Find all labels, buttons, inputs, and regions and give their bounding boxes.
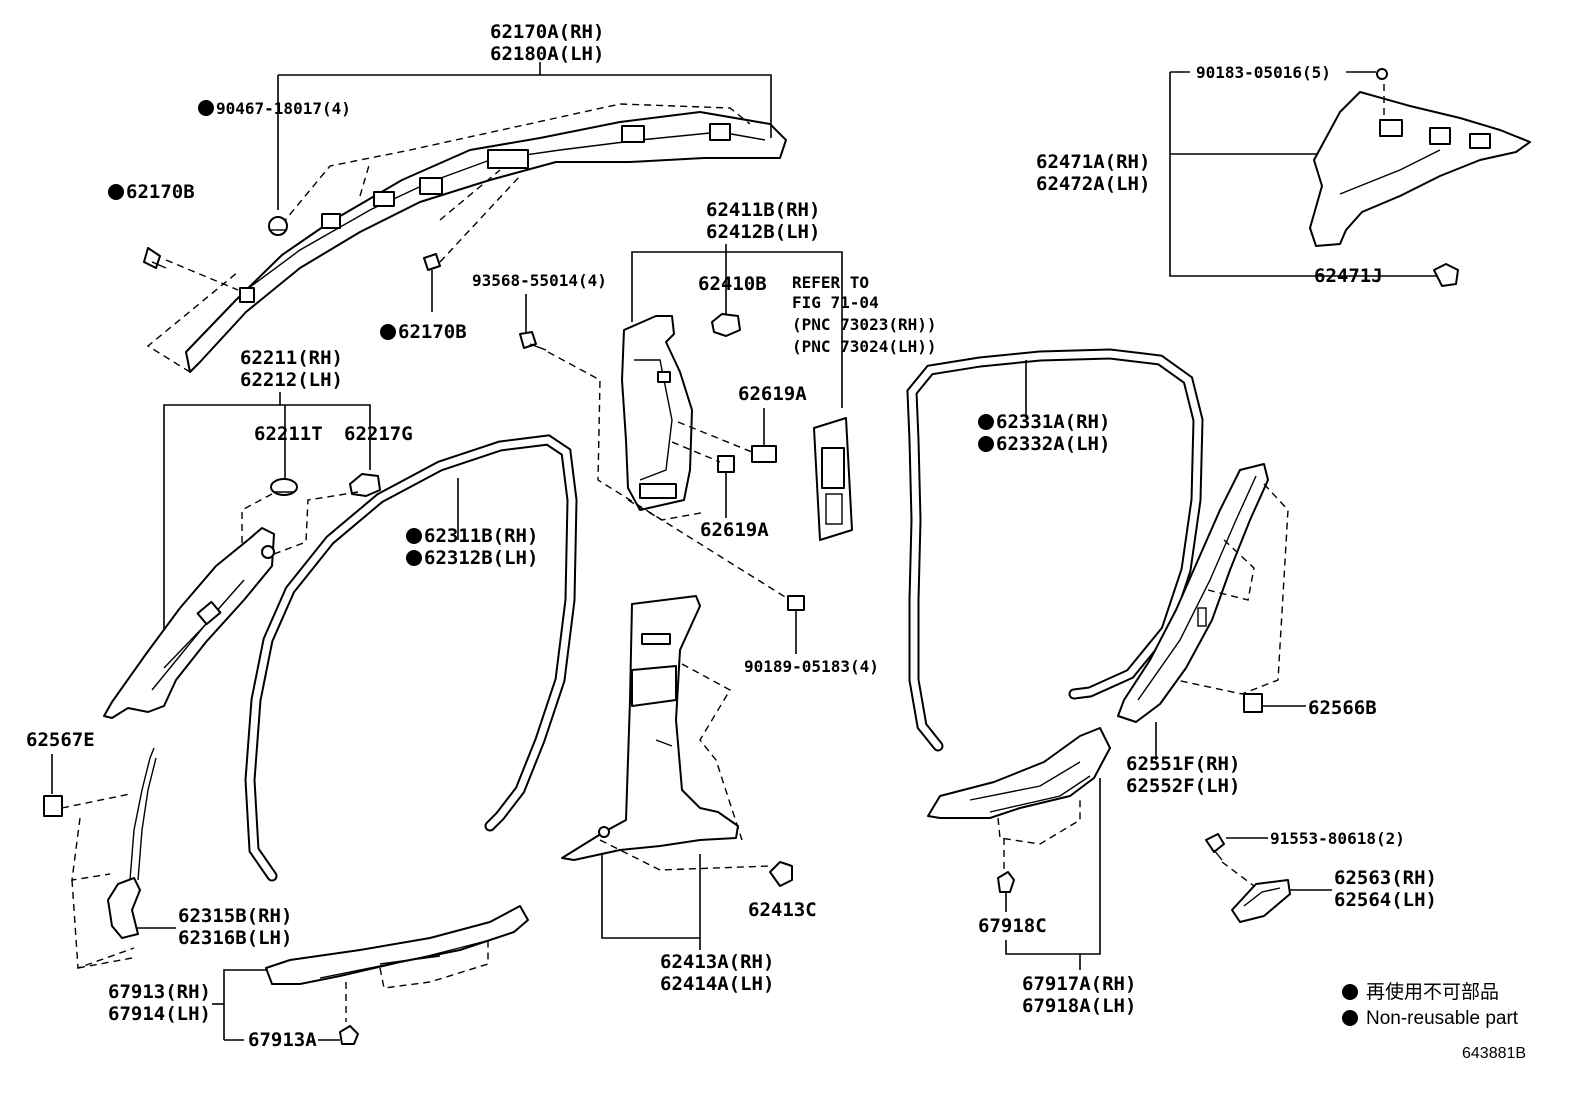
non-reusable-dot	[198, 100, 214, 116]
label-62412b-lh: 62412B(LH)	[706, 221, 820, 243]
label-62566b: 62566B	[1308, 697, 1377, 719]
front-scuff-plate[interactable]	[265, 905, 529, 985]
clip-62211t[interactable]	[270, 478, 298, 496]
label-62170b-mid: 62170B	[398, 321, 467, 343]
bracket-62563[interactable]	[1231, 879, 1291, 923]
label-62413a-rh: 62413A(RH)	[660, 951, 774, 973]
label-62414a-lh: 62414A(LH)	[660, 973, 774, 995]
non-reusable-dot	[108, 184, 124, 200]
label-62567e: 62567E	[26, 729, 95, 751]
seatbelt-adjuster-ref[interactable]	[813, 417, 853, 541]
label-62170a-rh: 62170A(RH)	[490, 21, 604, 43]
label-62311b-rh: 62311B(RH)	[424, 525, 538, 547]
clip-90183[interactable]	[1376, 68, 1388, 80]
label-62472a-lh: 62472A(LH)	[1036, 173, 1150, 195]
label-90189: 90189-05183(4)	[744, 657, 879, 676]
non-reusable-dot	[380, 324, 396, 340]
label-62471j: 62471J	[1314, 265, 1383, 287]
legend: 再使用不可部品 Non-reusable part	[1342, 981, 1519, 1029]
label-62410b: 62410B	[698, 273, 767, 295]
clip-67913a[interactable]	[339, 1025, 359, 1045]
label-62211-rh: 62211(RH)	[240, 347, 343, 369]
clip-62410b[interactable]	[711, 313, 741, 337]
refer-line-1: REFER TO	[792, 273, 869, 292]
label-93568: 93568-55014(4)	[472, 271, 607, 290]
label-62411b-rh: 62411B(RH)	[706, 199, 820, 221]
clip-62619a-top[interactable]	[751, 445, 777, 463]
clip-62566b[interactable]	[1243, 693, 1263, 713]
label-90183: 90183-05016(5)	[1196, 63, 1331, 82]
quarter-pillar-garnish[interactable]	[1309, 84, 1531, 247]
non-reusable-dot	[978, 414, 994, 430]
clip-90189[interactable]	[787, 595, 805, 611]
label-62316b-lh: 62316B(LH)	[178, 927, 292, 949]
non-reusable-dot	[406, 550, 422, 566]
drawing-code: 643881B	[1462, 1045, 1526, 1062]
center-pillar-upper-garnish[interactable]	[621, 315, 693, 511]
label-62212-lh: 62212(LH)	[240, 369, 343, 391]
label-62211t: 62211T	[254, 423, 323, 445]
label-67917a-rh: 67917A(RH)	[1022, 973, 1136, 995]
clip-62471j[interactable]	[1433, 263, 1459, 287]
label-62413c: 62413C	[748, 899, 817, 921]
label-62564-lh: 62564(LH)	[1334, 889, 1437, 911]
refer-line-3: (PNC 73023(RH))	[792, 315, 937, 334]
legend-en: Non-reusable part	[1366, 1008, 1519, 1029]
screw-93568[interactable]	[519, 331, 547, 351]
clip-62619a-bot[interactable]	[717, 455, 735, 473]
label-91553: 91553-80618(2)	[1270, 829, 1405, 848]
label-67913-rh: 67913(RH)	[108, 981, 211, 1003]
label-67913a: 67913A	[248, 1029, 317, 1051]
cowl-side-trim[interactable]	[107, 747, 157, 939]
bolt-91553[interactable]	[1205, 833, 1225, 861]
center-pillar-lower-garnish[interactable]	[561, 595, 739, 861]
label-62619a-bot: 62619A	[700, 519, 769, 541]
legend-jp: 再使用不可部品	[1366, 981, 1499, 1003]
label-62217g: 62217G	[344, 423, 413, 445]
label-62332a-lh: 62332A(LH)	[996, 433, 1110, 455]
label-62170b-top: 62170B	[126, 181, 195, 203]
non-reusable-dot	[978, 436, 994, 452]
label-62552f-lh: 62552F(LH)	[1126, 775, 1240, 797]
clip-67918c[interactable]	[997, 871, 1015, 893]
legend-dot	[1342, 984, 1358, 1000]
label-67918a-lh: 67918A(LH)	[1022, 995, 1136, 1017]
label-62551f-rh: 62551F(RH)	[1126, 753, 1240, 775]
rear-scuff-plate[interactable]	[927, 727, 1111, 819]
label-67914-lh: 67914(LH)	[108, 1003, 211, 1025]
clip-62413c[interactable]	[769, 861, 793, 887]
label-67918c: 67918C	[978, 915, 1047, 937]
rear-pillar-lower-trim[interactable]	[1117, 463, 1269, 723]
rear-door-weatherstrip[interactable]	[906, 348, 1204, 752]
label-62312b-lh: 62312B(LH)	[424, 547, 538, 569]
label-62563-rh: 62563(RH)	[1334, 867, 1437, 889]
refer-line-2: FIG 71-04	[792, 293, 879, 312]
refer-line-4: (PNC 73024(LH))	[792, 337, 937, 356]
label-62619a-top: 62619A	[738, 383, 807, 405]
screw-62170b-top[interactable]	[143, 247, 167, 269]
front-door-weatherstrip[interactable]	[244, 434, 578, 882]
label-62180a-lh: 62180A(LH)	[490, 43, 604, 65]
roof-side-rail-garnish[interactable]	[185, 111, 787, 373]
label-62331a-rh: 62331A(RH)	[996, 411, 1110, 433]
clip-90467[interactable]	[268, 216, 288, 236]
label-90467: 90467-18017(4)	[216, 99, 351, 118]
clip-62217g[interactable]	[349, 473, 381, 497]
label-62471a-rh: 62471A(RH)	[1036, 151, 1150, 173]
front-pillar-garnish[interactable]	[103, 527, 275, 719]
clip-62567e[interactable]	[43, 795, 63, 817]
non-reusable-dot	[406, 528, 422, 544]
legend-dot	[1342, 1010, 1358, 1026]
screw-62170b-mid[interactable]	[423, 253, 441, 312]
label-62315b-rh: 62315B(RH)	[178, 905, 292, 927]
